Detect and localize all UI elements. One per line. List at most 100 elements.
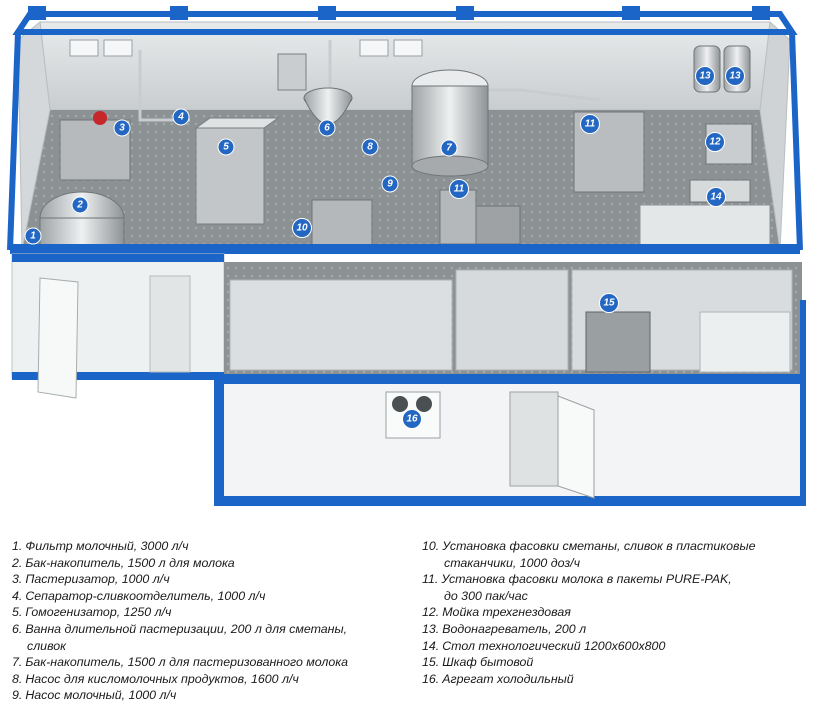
marker-6: 6 [318,119,336,137]
legend-item-text: сливок [27,638,67,653]
marker-label: 15 [603,298,615,309]
marker-15: 15 [599,293,619,313]
legend-item-text: Ванна длительной пастеризации, 200 л для… [25,621,348,636]
legend-item-number: 8. [12,671,23,686]
marker-label: 9 [387,179,393,190]
marker-2: 2 [71,196,89,214]
marker-label: 5 [223,142,229,153]
marker-1: 1 [24,227,42,245]
marker-label: 11 [585,119,596,130]
marker-label: 13 [699,71,711,82]
marker-circle [113,119,131,137]
marker-label: 16 [406,414,418,425]
marker-circle [695,66,715,86]
legend-item-text: стаканчики, 1000 доз/ч [444,555,580,570]
legend-item-text: Бак-накопитель, 1500 л для молока [25,555,235,570]
legend-item: сливок [12,638,402,655]
legend-item: 9.Насос молочный, 1000 л/ч [12,687,402,704]
marker-13: 13 [725,66,745,86]
legend-item-text: Агрегат холодильный [442,671,574,686]
legend-item-number: 6. [12,621,23,636]
marker-circle [217,138,235,156]
legend-item-text: до 300 пак/час [444,588,528,603]
marker-label: 14 [710,192,722,203]
marker-label: 11 [454,184,465,195]
legend-item: 7.Бак-накопитель, 1500 л для пастеризова… [12,654,402,671]
legend-item: 4.Сепаратор-сливкоотделитель, 1000 л/ч [12,588,402,605]
marker-14: 14 [706,187,726,207]
marker-7: 7 [440,139,458,157]
marker-circle [725,66,745,86]
legend-item-text: Бак-накопитель, 1500 л для пастеризованн… [25,655,349,670]
marker-label: 7 [446,143,452,154]
legend-item-text: Насос для кисломолочных продуктов, 1600 … [25,671,299,686]
marker-label: 12 [709,137,721,148]
legend-item-text: Сепаратор-сливкоотделитель, 1000 л/ч [25,588,266,603]
legend-item: 16.Агрегат холодильный [422,671,807,688]
legend-item-text: Стол технологический 1200х600х800 [442,638,666,653]
legend-column-right: 10.Установка фасовки сметаны, сливок в п… [422,538,807,687]
legend-item-number: 3. [12,572,23,587]
marker-circle [402,409,422,429]
legend-item: 14.Стол технологический 1200х600х800 [422,638,807,655]
legend-item-number: 11. [422,572,439,587]
legend-item-text: Насос молочный, 1000 л/ч [25,688,177,703]
legend-item: 1.Фильтр молочный, 3000 л/ч [12,538,402,555]
marker-circle [318,119,336,137]
marker-circle [172,108,190,126]
marker-16: 16 [402,409,422,429]
lower-containers [10,244,806,506]
legend-item: 15.Шкаф бытовой [422,654,807,671]
legend-item: 2.Бак-накопитель, 1500 л для молока [12,555,402,572]
legend-item-text: Установка фасовки молока в пакеты PURE-P… [441,572,732,587]
marker-circle [361,138,379,156]
marker-11: 11 [449,179,469,199]
legend-item-text: Установка фасовки сметаны, сливок в плас… [442,539,756,553]
marker-circle [706,187,726,207]
legend-item-text: Пастеризатор, 1000 л/ч [25,572,170,587]
marker-circle [71,196,89,214]
marker-label: 4 [177,112,184,123]
marker-4: 4 [172,108,190,126]
legend-item-text: Фильтр молочный, 3000 л/ч [25,539,189,553]
marker-11: 11 [580,114,600,134]
legend-item-number: 5. [12,605,23,620]
legend-item: 11.Установка фасовки молока в пакеты PUR… [422,571,807,588]
legend-item-number: 7. [12,655,23,670]
legend-item-number: 9. [12,688,23,703]
legend-item: 3.Пастеризатор, 1000 л/ч [12,571,402,588]
marker-label: 1 [30,231,36,242]
legend-item: до 300 пак/час [422,588,807,605]
legend-item: 12.Мойка трехгнездовая [422,604,807,621]
marker-circle [599,293,619,313]
marker-label: 2 [76,200,83,211]
legend-item: 8.Насос для кисломолочных продуктов, 160… [12,671,402,688]
marker-10: 10 [292,218,312,238]
legend-item-number: 13. [422,621,440,636]
marker-circle [705,132,725,152]
marker-12: 12 [705,132,725,152]
marker-3: 3 [113,119,131,137]
marker-circle [24,227,42,245]
legend-item-text: Мойка трехгнездовая [442,605,571,620]
legend-item-number: 2. [12,555,23,570]
legend-item-number: 1. [12,539,23,553]
marker-8: 8 [361,138,379,156]
marker-13: 13 [695,66,715,86]
legend-item-number: 10. [422,539,440,553]
marker-circle [449,179,469,199]
legend-item-number: 15. [422,655,440,670]
legend-item: 5.Гомогенизатор, 1250 л/ч [12,604,402,621]
marker-circle [580,114,600,134]
legend-item: 13.Водонагреватель, 200 л [422,621,807,638]
marker-label: 3 [119,123,125,134]
equipment [39,40,771,254]
marker-5: 5 [217,138,235,156]
legend-item-text: Гомогенизатор, 1250 л/ч [25,605,172,620]
legend-item-number: 4. [12,588,23,603]
legend-item-text: Водонагреватель, 200 л [442,621,587,636]
